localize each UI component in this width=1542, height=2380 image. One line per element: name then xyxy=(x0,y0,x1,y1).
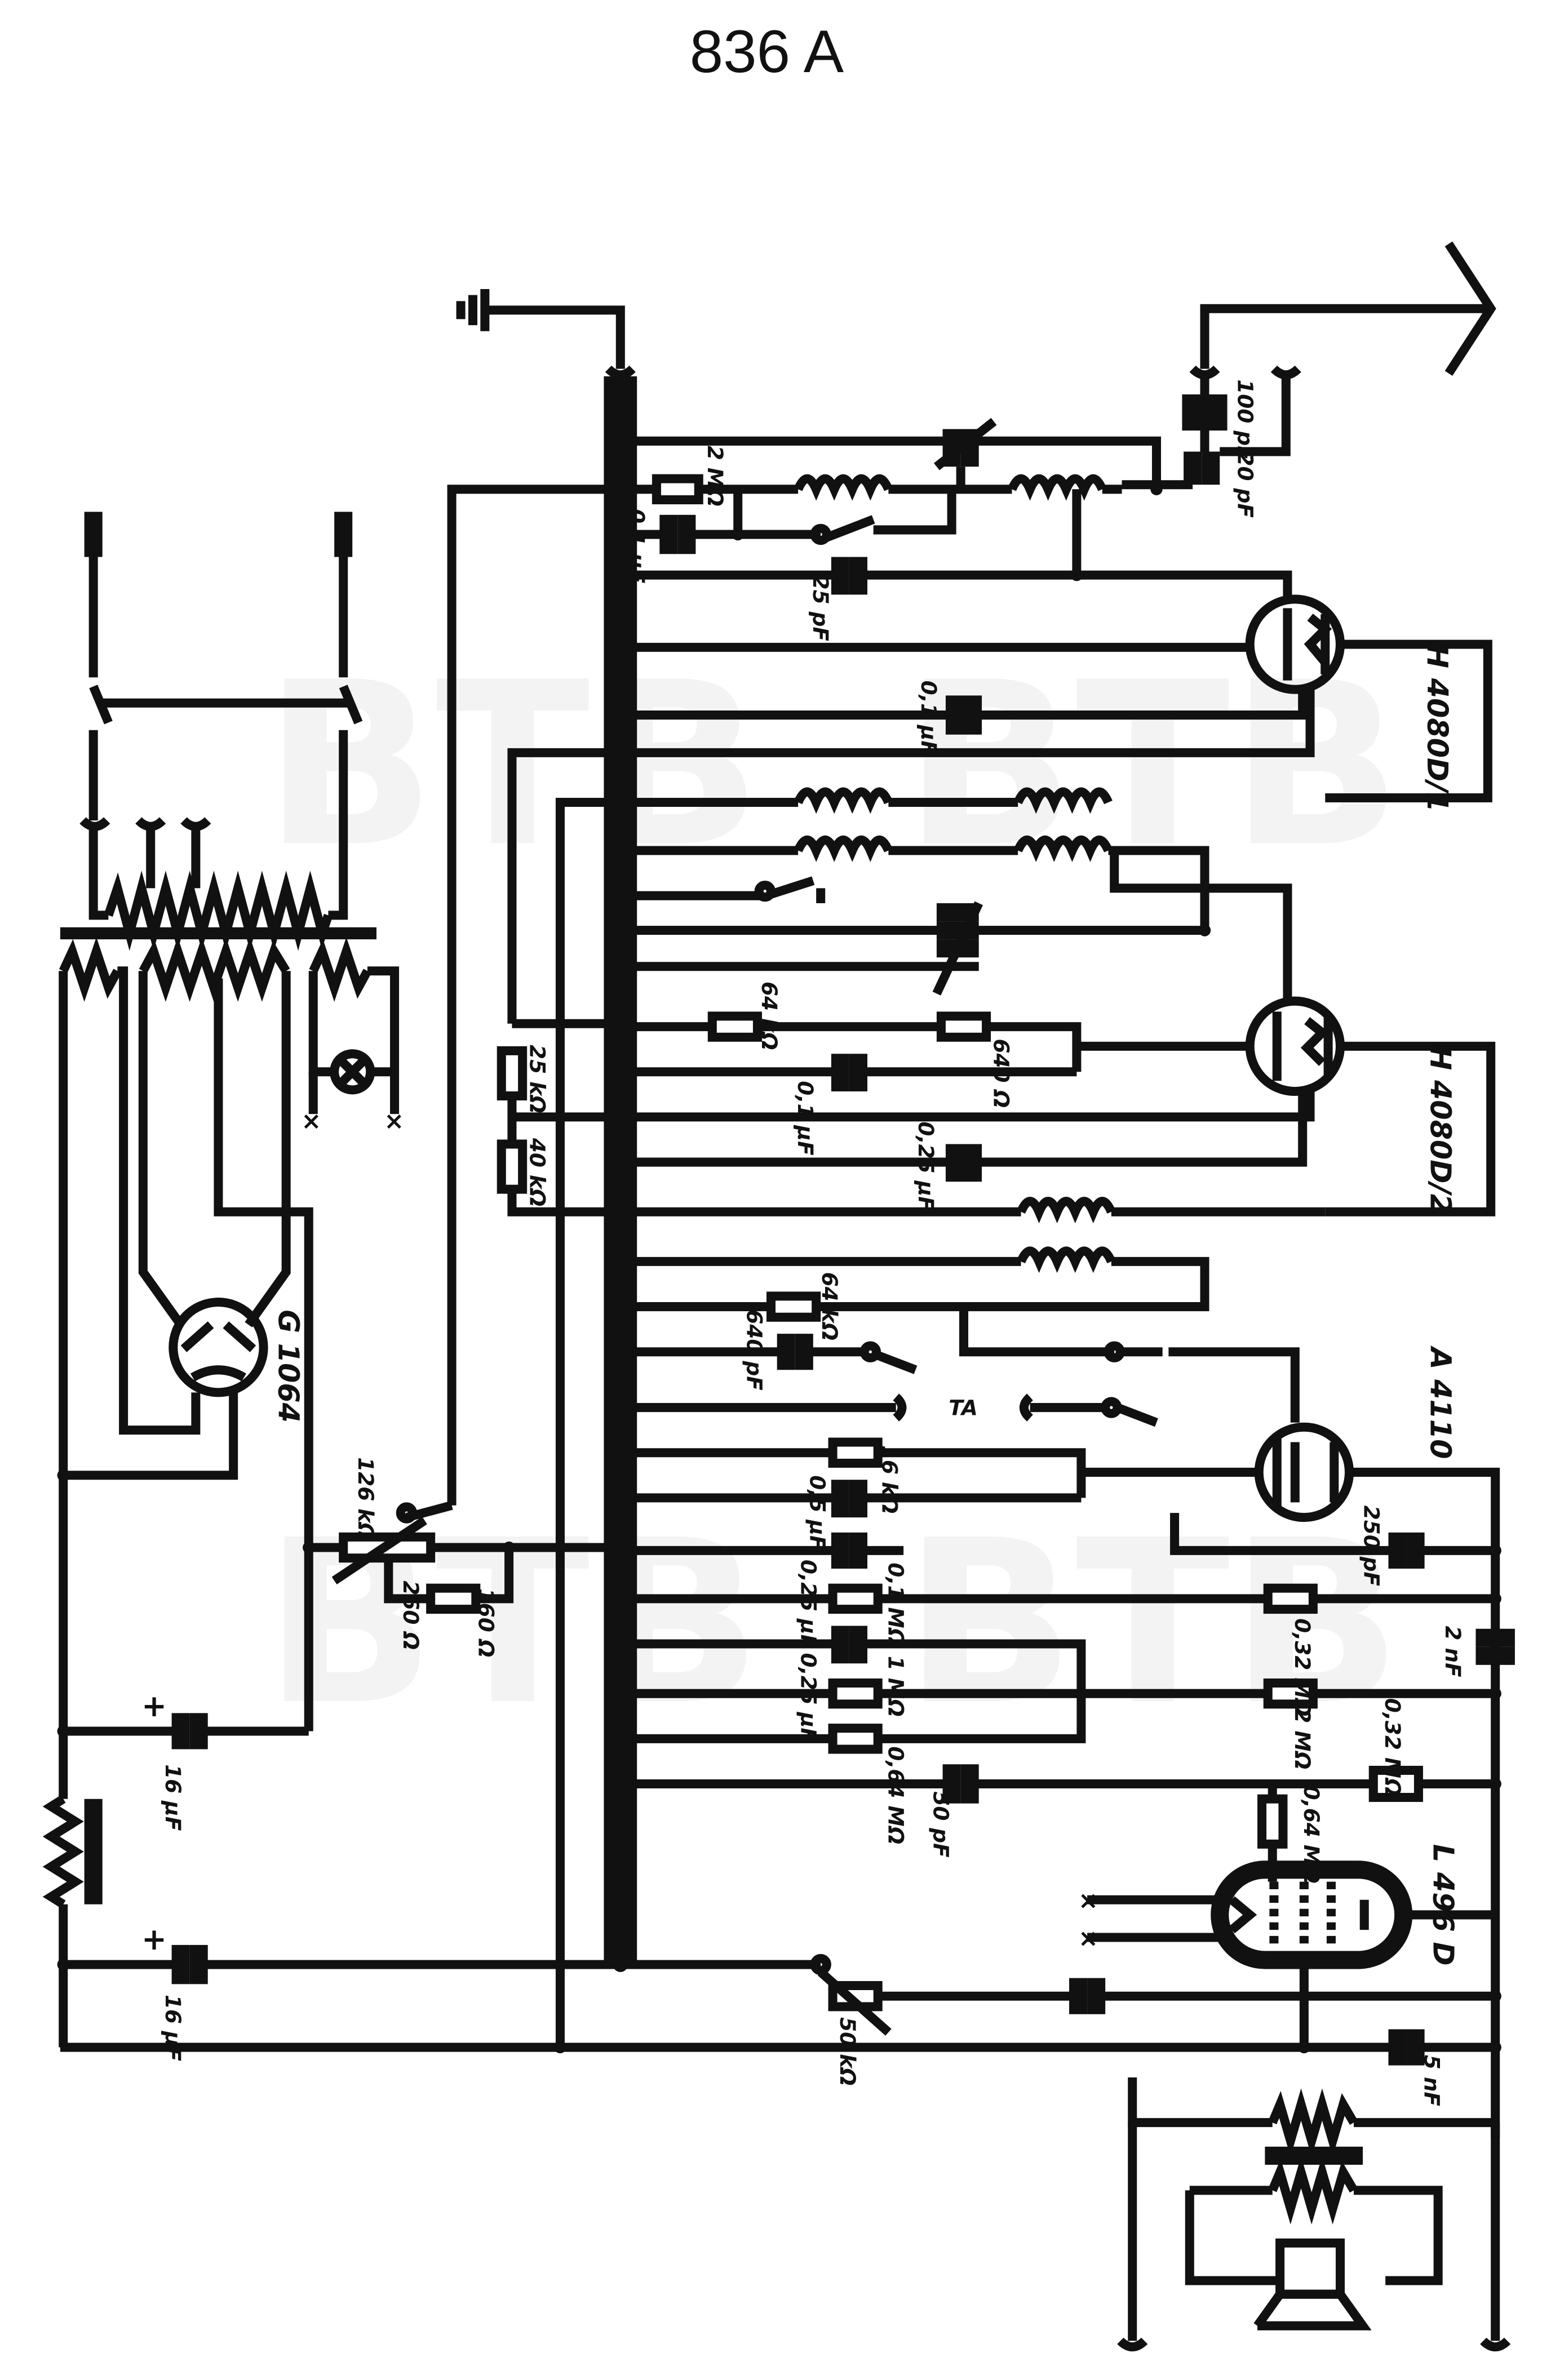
power-filter: + + xyxy=(42,485,621,2048)
resistor-2mohm xyxy=(652,474,703,505)
rf-input-stage xyxy=(620,376,1292,602)
label-160ohm: 160 Ω xyxy=(474,1588,499,1658)
volume-control xyxy=(60,1953,1501,2066)
label-40k: 40 kΩ xyxy=(525,1138,550,1207)
label-25pf: 25 pF xyxy=(808,575,833,642)
antenna-icon xyxy=(1189,241,1496,456)
label-025uf-a: 0,25 µF xyxy=(914,1121,938,1211)
tube-v1 xyxy=(507,594,1492,1024)
svg-text:×: × xyxy=(301,1107,321,1135)
svg-text:+: + xyxy=(141,1921,167,1957)
resistor-032mohm-b xyxy=(1368,1765,1423,1802)
resistor-064mohm xyxy=(828,1724,883,1754)
watermark-4: BTB xyxy=(903,1491,1402,1755)
resistor-032mohm xyxy=(1263,1583,1318,1614)
label-pot-126k: 126 kΩ xyxy=(353,1457,378,1540)
label-2mohm: 2 MΩ xyxy=(703,446,728,507)
tube-label-v4: L 496 D xyxy=(1427,1844,1460,1966)
resistor-01mohm xyxy=(828,1583,883,1614)
tube-v4: × × xyxy=(1078,1861,1496,2048)
tube-v3 xyxy=(620,1251,1500,2138)
label-032mohm: 0,32 MΩ xyxy=(1290,1618,1315,1716)
label-025uf-b: 0,25 µF xyxy=(796,1560,821,1649)
watermark-3: BTB xyxy=(264,1491,762,1755)
label-640ohm: 640 Ω xyxy=(989,1038,1013,1108)
label-2nf: 2 nF xyxy=(1441,1626,1465,1677)
resistor-160ohm xyxy=(426,1583,481,1614)
rectifier-tube xyxy=(63,1298,268,1480)
label-20pf: 20 pF xyxy=(1233,452,1257,518)
label-05uf: 0,5 µF xyxy=(805,1475,830,1550)
speaker-icon xyxy=(1117,2077,1511,2352)
label-025uf-c: 0,25 µF xyxy=(796,1653,821,1743)
resistor-64k xyxy=(707,1011,762,1042)
label-64k-a: 64 kΩ xyxy=(757,982,782,1050)
label-064mohm: 0,64 MΩ xyxy=(883,1746,908,1844)
tube-label-v3: A 4110 xyxy=(1424,1345,1457,1459)
tube-label-v2: H 4080D/2 xyxy=(1424,1046,1457,1214)
label-01uf-b: 0,1 µF xyxy=(916,681,941,756)
svg-text:+: + xyxy=(141,1688,167,1724)
svg-text:×: × xyxy=(1078,1925,1098,1953)
switch-label-ta: TA xyxy=(949,1395,978,1420)
resistor-16k xyxy=(828,1437,883,1468)
page-title: 836 A xyxy=(690,17,844,85)
resistor-64k-b xyxy=(766,1291,821,1322)
resistor-640ohm xyxy=(936,1011,991,1042)
label-pot-50k: 50 kΩ xyxy=(835,2017,860,2086)
resistor-064mohm-b xyxy=(1257,1794,1288,1849)
label-50pf: 50 pF xyxy=(929,1791,954,1858)
label-250pf: 250 pF xyxy=(1359,1506,1384,1587)
label-260ohm: 260 Ω xyxy=(398,1580,423,1650)
svg-text:×: × xyxy=(384,1107,404,1135)
label-1mohm: 1 MΩ xyxy=(883,1656,908,1717)
label-032mohm-b: 0,32 MΩ xyxy=(1380,1698,1405,1796)
power-transformer: × × xyxy=(59,927,404,1731)
tube-label-v1: H 4080D/1 xyxy=(1421,644,1454,811)
band-coils xyxy=(555,792,1292,2048)
mains-switch xyxy=(79,512,363,951)
svg-text:×: × xyxy=(1078,1887,1098,1915)
label-16k: 16 kΩ xyxy=(878,1445,902,1514)
label-16uf-b: 16 µF xyxy=(161,1995,185,2062)
resistor-2mohm-b xyxy=(1263,1678,1318,1709)
label-2mohm-b: 2 MΩ xyxy=(1290,1708,1315,1769)
label-01uf-a: 0,1 µF xyxy=(624,509,649,584)
ground-icon xyxy=(456,288,636,380)
label-25k: 25 kΩ xyxy=(525,1045,550,1113)
label-100pf: 100 pF xyxy=(1233,379,1257,460)
label-16uf-a: 16 µF xyxy=(161,1764,185,1831)
tube-v2 xyxy=(497,996,1496,1212)
label-5nf: 5 nF xyxy=(1420,2055,1444,2107)
tube-label-rect: G 1064 xyxy=(272,1309,305,1423)
label-01uf-c: 0,1 µF xyxy=(793,1081,818,1156)
label-640pf: 640 pF xyxy=(742,1309,766,1391)
resistor-40k xyxy=(497,1139,528,1194)
af-network xyxy=(620,1532,1515,1882)
resistor-25k xyxy=(497,1046,528,1101)
resistor-1mohm xyxy=(828,1678,883,1709)
bus-junctions xyxy=(613,433,628,1972)
label-64k-b: 64 kΩ xyxy=(817,1272,842,1341)
label-01mohm: 0,1 MΩ xyxy=(883,1562,908,1646)
